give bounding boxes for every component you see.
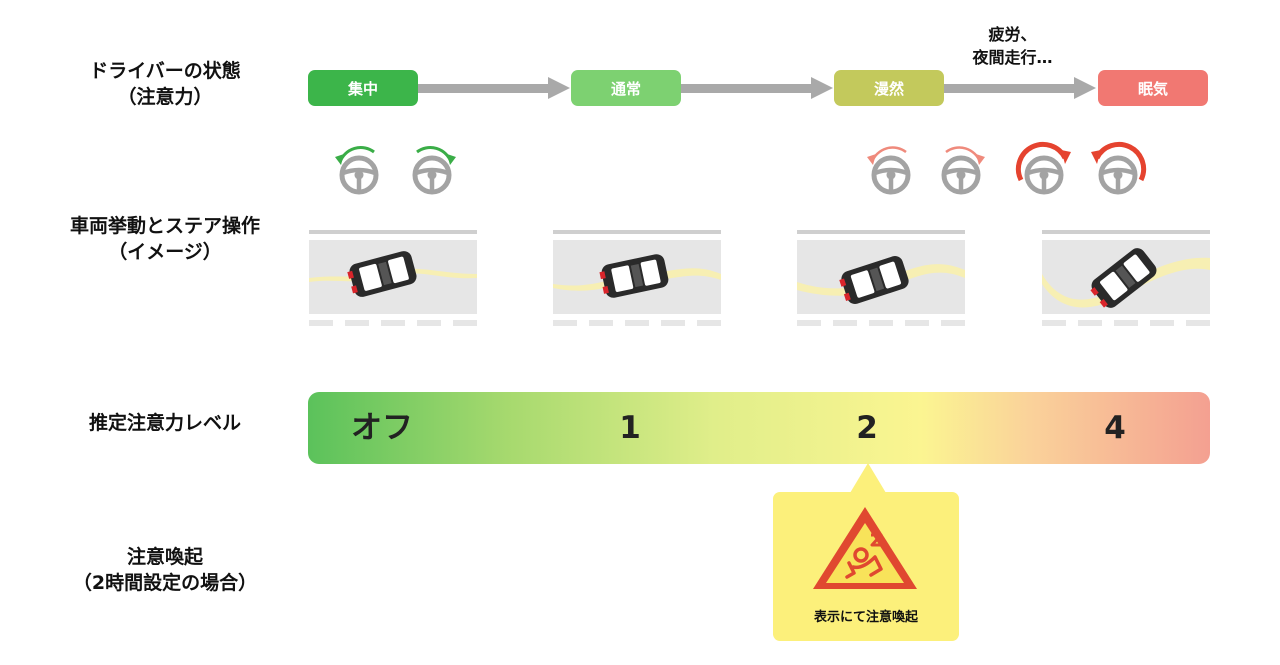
alert-callout-text: 表示にて注意喚起: [813, 610, 918, 625]
state-normal-label: 通常: [610, 79, 641, 98]
state-inattentive: 漫然: [834, 70, 944, 106]
driver-state-label-line1: ドライバーの状態: [89, 60, 241, 82]
cause-line2: 夜間走行…: [972, 48, 1053, 67]
road-scene-inattentive: [797, 230, 965, 326]
road-scene-drowsy: [1042, 230, 1210, 326]
cause-annotation: 疲労、 夜間走行…: [950, 23, 1075, 69]
steering-wheel-strong-right-icon: [1091, 141, 1147, 195]
state-arrow-2: [681, 77, 833, 99]
state-normal: 通常: [571, 70, 681, 106]
steering-wheel-strong-left-icon: [1015, 141, 1071, 195]
state-focused-label: 集中: [347, 79, 378, 98]
alert-label: 注意喚起 （2時間設定の場合）: [40, 544, 290, 596]
attention-level-label-text: 推定注意力レベル: [88, 412, 241, 434]
state-drowsy-label: 眠気: [1137, 79, 1168, 98]
vehicle-behavior-label-line2: （イメージ）: [108, 241, 222, 263]
state-drowsy: 眠気: [1098, 70, 1208, 106]
vehicle-behavior-label: 車両挙動とステア操作 （イメージ）: [40, 213, 290, 265]
state-focused: 集中: [308, 70, 418, 106]
road-scene-normal: [553, 230, 721, 326]
level-2: 2: [856, 410, 878, 446]
vehicle-behavior-label-line1: 車両挙動とステア操作: [69, 215, 260, 237]
attention-level-label: 推定注意力レベル: [40, 410, 290, 436]
road-scene-focused: [309, 230, 477, 326]
level-off: オフ: [351, 410, 413, 446]
state-inattentive-label: 漫然: [873, 79, 904, 98]
steering-wheel-right-light-icon: [941, 146, 985, 195]
callout-pointer: [850, 463, 886, 493]
level-1: 1: [619, 410, 641, 446]
attention-level-bar: [308, 392, 1210, 464]
level-4: 4: [1104, 410, 1126, 446]
driver-state-label: ドライバーの状態 （注意力）: [40, 58, 290, 110]
driver-state-label-line2: （注意力）: [117, 86, 213, 108]
steering-wheel-left-light-icon: [867, 146, 911, 195]
steering-wheel-right-icon: [412, 146, 456, 195]
state-arrow-3: [944, 77, 1096, 99]
steering-wheel-left-icon: [335, 146, 379, 195]
alert-label-line2: （2時間設定の場合）: [72, 572, 258, 594]
cause-line1: 疲労、: [988, 25, 1037, 44]
state-arrow-1: [418, 77, 570, 99]
drowsy-warning-icon: [813, 507, 917, 589]
alert-label-line1: 注意喚起: [126, 546, 203, 568]
